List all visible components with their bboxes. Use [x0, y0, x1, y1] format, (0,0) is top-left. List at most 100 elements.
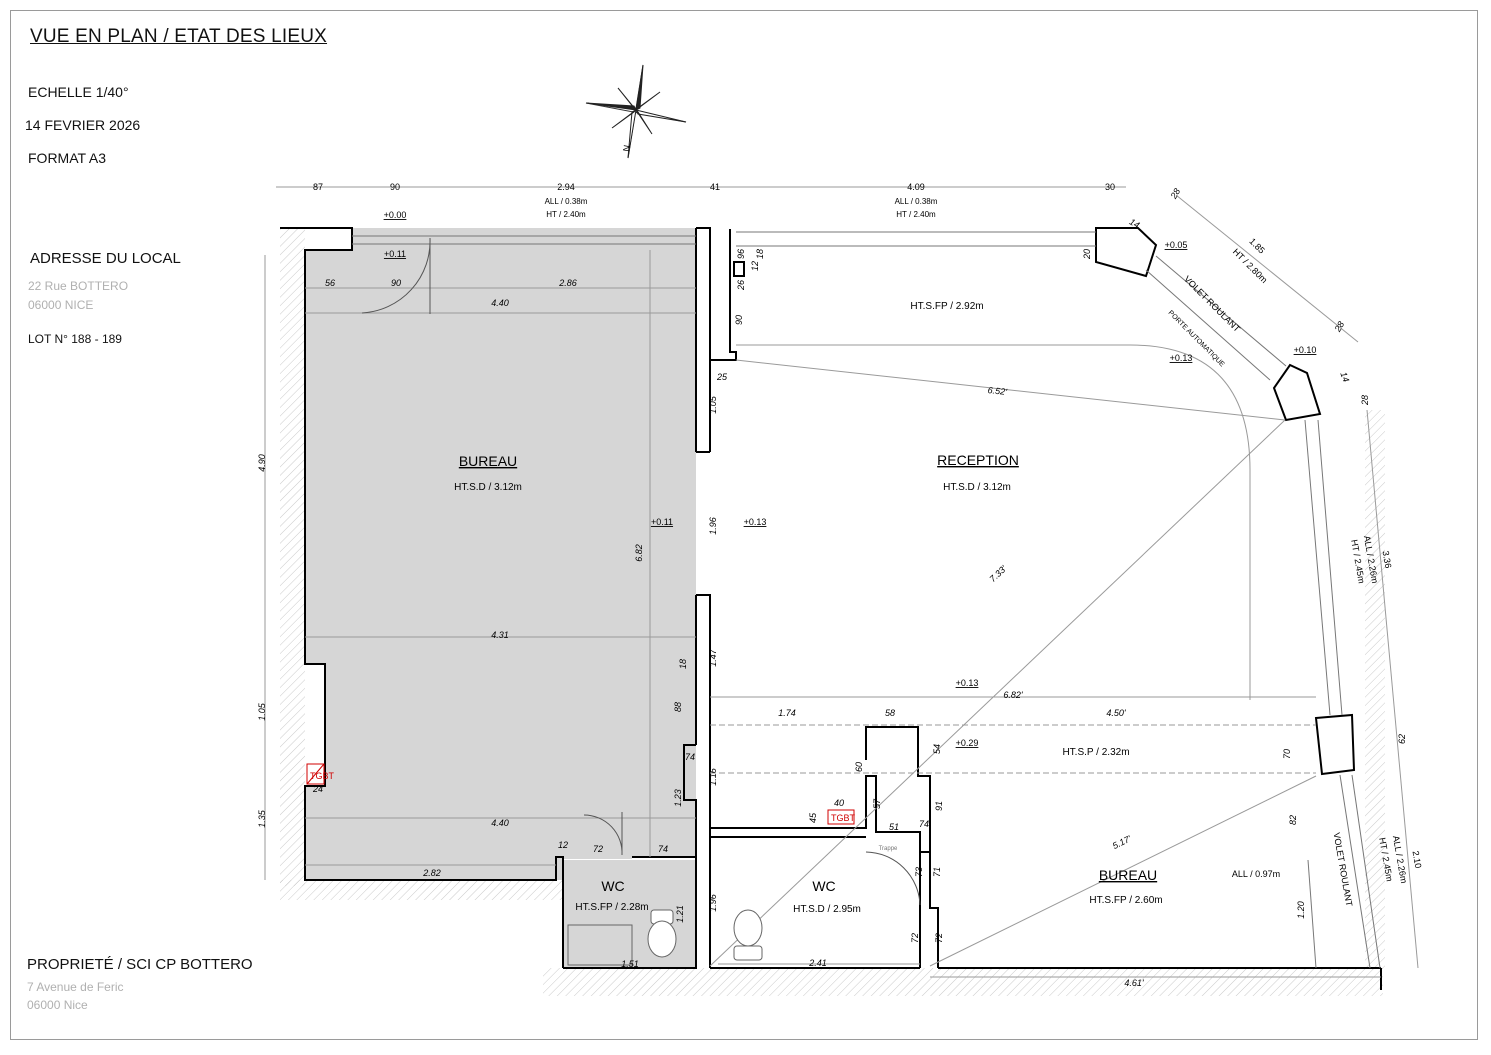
bureau2-height: HT.S.FP / 2.60m: [1089, 895, 1162, 906]
level-marker: +0.05: [1165, 240, 1188, 250]
right-dimensions: 6.52' 7.33' 6.82' 1.74 58 4.50' 5.17' 2.…: [678, 187, 1407, 988]
scale-label: ECHELLE 1/40°: [28, 84, 129, 100]
dim-text: 91: [934, 801, 944, 811]
lot-label: LOT N° 188 - 189: [28, 332, 122, 346]
date-label: 14 FEVRIER 2026: [25, 117, 141, 133]
dim-text: 2.86: [558, 278, 577, 288]
dim-text: 72: [934, 933, 944, 943]
level-marker: +0.00: [384, 210, 407, 220]
address-heading: ADRESSE DU LOCAL: [30, 250, 181, 267]
dim-text: HT / 2.40m: [546, 210, 586, 219]
dim-text: 96: [736, 249, 746, 259]
dim-text: 56: [325, 278, 335, 288]
dim-text: 1.20: [1296, 901, 1306, 919]
reception-height: HT.S.D / 3.12m: [943, 482, 1011, 493]
bureau1-name: BUREAU: [459, 453, 517, 469]
level-marker: +0.11: [651, 517, 673, 527]
top-dimensions: 87 90 2.94 ALL / 0.38m HT / 2.40m 41 4.0…: [313, 182, 1115, 219]
dim-text: 1.51: [621, 959, 639, 969]
dim-text: 30: [1105, 182, 1115, 192]
level-marker: +0.13: [956, 678, 979, 688]
wc1-name: WC: [601, 878, 624, 894]
dim-text: 24: [312, 784, 323, 794]
dim-text: 1.21: [675, 905, 685, 923]
dim-text: 74: [658, 844, 668, 854]
dim-text: 74: [685, 752, 695, 762]
owner-street: 7 Avenue de Feric: [27, 980, 124, 994]
dim-text: 6.82': [1003, 690, 1023, 700]
dim-text: 4.90: [257, 454, 267, 472]
dim-text: 70: [1282, 749, 1292, 759]
wc1-height: HT.S.FP / 2.28m: [575, 902, 648, 913]
dim-text: 1.35: [257, 809, 267, 828]
toilet-icon: [567, 909, 763, 966]
dim-text: 74: [919, 819, 929, 829]
dim-text: 14: [1338, 371, 1351, 384]
dim-text: 4.40: [491, 818, 509, 828]
reception-name: RECEPTION: [937, 452, 1019, 468]
address-city: 06000 NICE: [28, 298, 94, 312]
dim-text: 72: [910, 933, 920, 943]
dim-text: 5.17': [1111, 833, 1133, 851]
dim-text: 1.05: [257, 702, 267, 721]
volet-roulant-label: VOLET ROULANT: [1182, 274, 1242, 334]
sheet-frame: [10, 10, 1478, 1040]
dim-text: 82: [1288, 815, 1298, 825]
dim-text: 51: [889, 822, 899, 832]
format-label: FORMAT A3: [28, 150, 107, 166]
compass-north-label: N: [621, 144, 632, 152]
trappe-label: Trappe: [879, 846, 898, 852]
dim-text: 28: [1332, 320, 1346, 335]
dim-text: 12: [750, 261, 760, 271]
dim-text: 25: [716, 372, 728, 382]
dim-text: 2.10: [1411, 850, 1424, 869]
dim-text: 2.94: [557, 182, 575, 192]
dim-text: 4.31: [491, 630, 509, 640]
dim-text: 2.41: [808, 958, 827, 968]
dim-text: 7.33': [988, 563, 1009, 584]
compass-rose-icon: [585, 64, 687, 159]
dim-text: 12: [558, 840, 568, 850]
dim-text: 26: [736, 280, 746, 291]
dim-text: 28: [1360, 395, 1370, 406]
door-swings: [361, 237, 921, 906]
level-marker: +0.10: [1294, 345, 1317, 355]
dim-text: 1.96: [708, 894, 718, 912]
dim-text: 4.61': [1124, 978, 1144, 988]
dim-text: 1.47: [708, 648, 718, 667]
dim-text: 62: [1397, 734, 1407, 744]
bureau2-name: BUREAU: [1099, 867, 1157, 883]
tgbt-marks: [306, 763, 855, 825]
misc-labels: VOLET ROULANT PORTE AUTOMATIQUE VOLET RO…: [879, 236, 1424, 908]
address-street: 22 Rue BOTTERO: [28, 279, 129, 293]
level-marker: +0.13: [1170, 353, 1193, 363]
dim-text: HT / 2.40m: [896, 210, 936, 219]
dim-text: 58: [885, 708, 895, 718]
dim-text: 90: [391, 278, 401, 288]
owner-heading: PROPRIETÉ / SCI CP BOTTERO: [27, 956, 253, 973]
dim-text: 40: [834, 798, 844, 808]
dim-text: ALL / 0.38m: [895, 197, 938, 206]
dim-text: 57: [872, 798, 882, 809]
reference-lines: [264, 186, 1419, 978]
dim-text: 18: [755, 249, 765, 259]
dim-text: 4.50': [1106, 708, 1126, 718]
room-labels: BUREAU HT.S.D / 3.12m RECEPTION HT.S.D /…: [454, 301, 1163, 915]
dim-text: 20: [1082, 249, 1092, 260]
tgbt-label-2: TGBT: [831, 813, 856, 823]
dim-text: 28: [1168, 187, 1182, 202]
all-097-label: ALL / 0.97m: [1232, 869, 1280, 879]
tgbt-label-1: TGBT: [310, 771, 335, 781]
bureau1-height: HT.S.D / 3.12m: [454, 482, 522, 493]
dim-text: 3.36: [1381, 550, 1394, 569]
level-marker: +0.29: [956, 738, 979, 748]
bureau1-dimensions: 56 90 2.86 4.40 4.31 4.40 2.82 12 72 74 …: [257, 278, 695, 969]
dim-text: 90: [734, 315, 744, 325]
drawing-title: VUE EN PLAN / ETAT DES LIEUX: [30, 26, 328, 47]
dim-text: 14: [1128, 217, 1142, 231]
dim-text: 73: [914, 867, 924, 877]
dim-text: 1.74: [778, 708, 796, 718]
wall-hatch-left: [280, 228, 305, 886]
dim-text: 45: [808, 812, 818, 823]
